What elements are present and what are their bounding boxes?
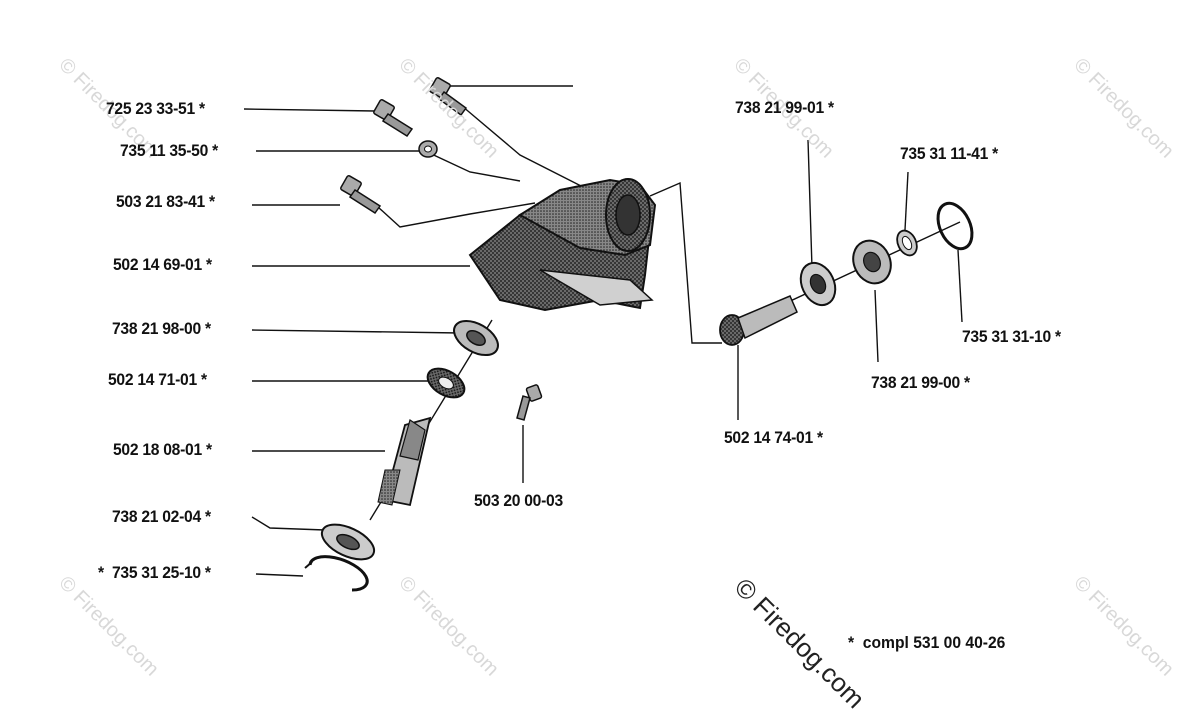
bearing-738-21-99-00: [852, 239, 892, 285]
leader-503-21-83-41-b: [377, 202, 536, 228]
part-label-502-14-74-01: 502 14 74-01 *: [724, 428, 823, 447]
leader-735-31-11-41: [904, 171, 909, 231]
part-label-735-31-31-10: 735 31 31-10 *: [962, 327, 1061, 346]
leader-725-23-33-51: [243, 108, 376, 112]
leader-738-21-02-04: [251, 516, 326, 531]
bearing-738-21-99-01: [799, 261, 837, 307]
bolt-503-20-00-03: [516, 384, 543, 421]
part-label-738-21-02-04: 738 21 02-04 *: [112, 507, 211, 526]
bolt-725-23-33-51: [373, 99, 414, 138]
bolt-top: [429, 77, 468, 117]
part-label-725-23-33-51: 725 23 33-51 *: [106, 99, 205, 118]
part-label-738-21-99-00: 738 21 99-00 *: [871, 373, 970, 392]
washer-735-11-35-50: [418, 140, 438, 158]
leader-738-21-98-00: [251, 329, 461, 334]
leader-shaft-link: [649, 181, 722, 344]
part-label-738-21-99-01: 738 21 99-01 *: [735, 98, 834, 117]
bearing-738-21-02-04: [320, 523, 376, 561]
footnote-marker: *: [848, 633, 855, 652]
part-label-503-20-00-03: 503 20 00-03: [474, 491, 563, 510]
part-label-735-31-25-10: * 735 31 25-10 *: [98, 563, 211, 582]
leader-735-31-25-10: [255, 573, 304, 577]
leader-738-21-99-01: [807, 139, 813, 269]
part-label-735-31-11-41: 735 31 11-41 *: [900, 144, 998, 163]
leader-bolt-to-housing: [461, 105, 586, 189]
circlip-735-31-31-10: [936, 201, 974, 251]
leader-738-21-99-00: [874, 289, 879, 363]
leader-lines: [243, 85, 963, 577]
part-label-502-14-71-01: 502 14 71-01 *: [108, 370, 207, 389]
part-label-735-11-35-50: 735 11 35-50 *: [120, 141, 218, 160]
gear-housing: [468, 178, 657, 312]
part-label-502-18-08-01: 502 18 08-01 *: [113, 440, 212, 459]
circlip-735-31-25-10: [304, 555, 369, 592]
leader-735-11-35-50: [256, 150, 521, 182]
part-label-738-21-98-00: 738 21 98-00 *: [112, 319, 211, 338]
leader-735-31-31-10: [957, 249, 963, 323]
footnote: * compl 531 00 40-26: [848, 633, 1005, 653]
washer-735-31-11-41: [896, 229, 918, 257]
footnote-text: compl 531 00 40-26: [862, 633, 1006, 652]
bolt-503-21-83-41: [340, 175, 382, 215]
part-label-503-21-83-41: 503 21 83-41 *: [116, 192, 215, 211]
shaft-502-18-08-01: [377, 416, 432, 507]
gear-502-14-71-01: [426, 367, 466, 399]
bearing-738-21-98-00: [453, 319, 499, 357]
pinion-502-14-74-01: [719, 295, 798, 346]
part-label-502-14-69-01: 502 14 69-01 *: [113, 255, 212, 274]
